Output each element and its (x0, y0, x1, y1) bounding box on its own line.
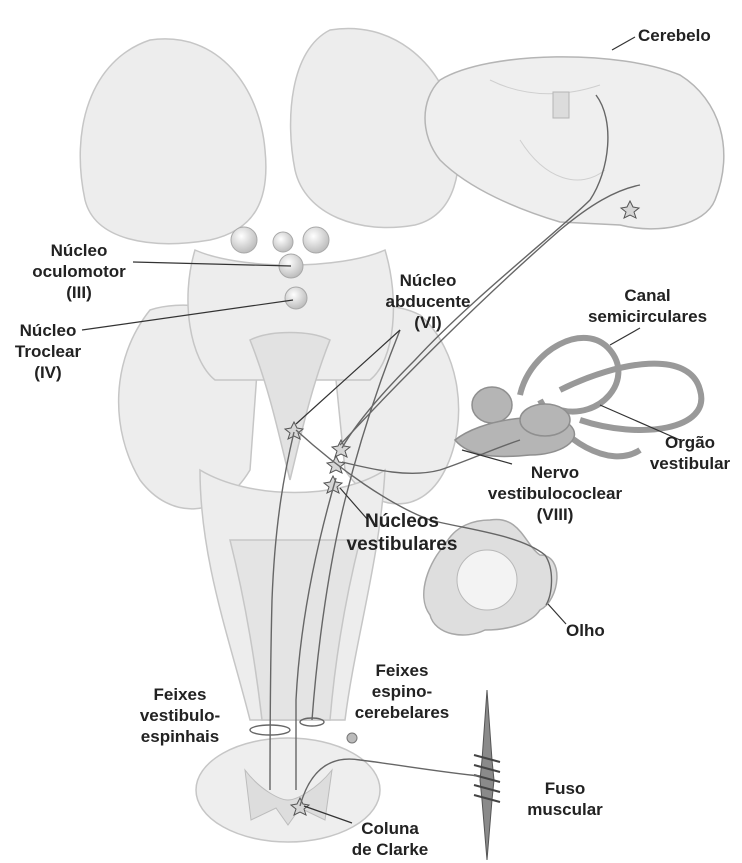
label-line: Núcleo (8, 320, 88, 341)
label-line: Feixes (130, 684, 230, 705)
label-line: Núcleos (342, 510, 462, 533)
cerebellum (425, 57, 724, 229)
label-line: Cerebelo (638, 25, 711, 46)
label-feixes-vestibuloespinhais: Feixes vestibulo- espinhais (130, 684, 230, 747)
label-line: vestibulo- (130, 705, 230, 726)
leader-canal (610, 328, 640, 345)
trochlear-nucleus-dot (285, 287, 307, 309)
label-line: oculomotor (24, 261, 134, 282)
label-nucleo-troclear: Núcleo Troclear (IV) (8, 320, 88, 383)
nucleus-mid (273, 232, 293, 252)
label-orgao-vestibular: Orgão vestibular (640, 432, 740, 474)
label-line: cerebelares (352, 702, 452, 723)
fourth-ventricle (250, 333, 330, 481)
label-line: espino- (352, 681, 452, 702)
leader-cerebelo (612, 37, 635, 50)
label-cerebelo: Cerebelo (638, 25, 711, 46)
label-line: Feixes (352, 660, 452, 681)
left-colliculus-hemisphere (80, 39, 266, 244)
label-nucleo-oculomotor: Núcleo oculomotor (III) (24, 240, 134, 303)
label-line: Nervo (480, 462, 630, 483)
label-line: abducente (378, 291, 478, 312)
label-line: Canal (585, 285, 710, 306)
vestibular-organ (455, 387, 574, 456)
label-line: (VI) (378, 312, 478, 333)
semicircular-canal-2 (560, 364, 701, 430)
label-line: (IV) (8, 362, 88, 383)
label-line: (III) (24, 282, 134, 303)
label-line: muscular (520, 799, 610, 820)
label-line: vestibular (640, 453, 740, 474)
label-olho: Olho (566, 620, 605, 641)
label-line: de Clarke (340, 839, 440, 860)
nucleus-pair-right (303, 227, 329, 253)
label-coluna-de-clarke: Coluna de Clarke (340, 818, 440, 860)
nucleus-pair-left (231, 227, 257, 253)
label-line: Orgão (640, 432, 740, 453)
label-line: semicirculares (585, 306, 710, 327)
label-line: Fuso (520, 778, 610, 799)
label-nucleos-vestibulares: Núcleos vestibulares (342, 510, 462, 556)
label-line: Troclear (8, 341, 88, 362)
spindle-afferent-ganglion (347, 733, 357, 743)
label-line: Olho (566, 620, 605, 641)
label-line: vestibulares (342, 533, 462, 556)
label-line: espinhais (130, 726, 230, 747)
muscle-spindle (474, 690, 500, 860)
label-line: Núcleo (24, 240, 134, 261)
label-line: Coluna (340, 818, 440, 839)
label-line: vestibulococlear (480, 483, 630, 504)
label-nervo-vestibulococlear: Nervo vestibulococlear (VIII) (480, 462, 630, 525)
leader-olho (548, 604, 566, 624)
label-line: Núcleo (378, 270, 478, 291)
label-feixes-espinocerebelares: Feixes espino- cerebelares (352, 660, 452, 723)
label-line: (VIII) (480, 504, 630, 525)
label-nucleo-abducente: Núcleo abducente (VI) (378, 270, 478, 333)
label-canal-semicirculares: Canal semicirculares (585, 285, 710, 327)
label-fuso-muscular: Fuso muscular (520, 778, 610, 820)
